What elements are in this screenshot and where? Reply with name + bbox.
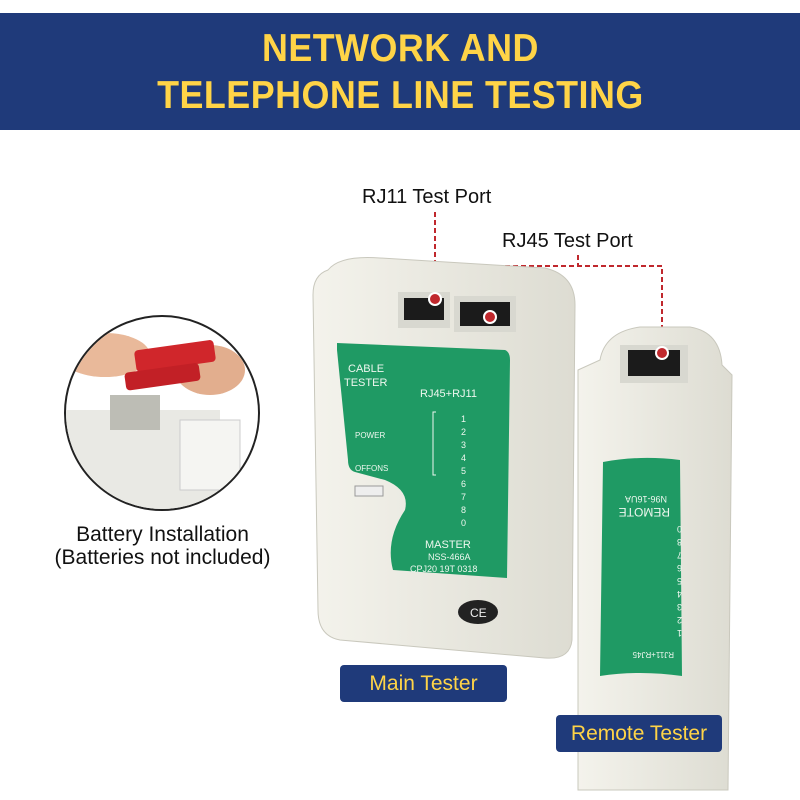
led-label: 7: [677, 550, 682, 560]
led-label: 3: [461, 440, 466, 450]
main-model-1: MASTER: [425, 539, 471, 551]
main-tester-badge: Main Tester: [340, 665, 507, 702]
main-title-1: CABLE: [348, 363, 384, 375]
rj45-port-callout: RJ45 Test Port: [502, 230, 633, 252]
battery-caption-1: Battery Installation: [76, 523, 249, 546]
led-label: 4: [677, 589, 682, 599]
led-label: 2: [677, 615, 682, 625]
main-title-2: TESTER: [344, 377, 387, 389]
led-label: 5: [461, 466, 466, 476]
remote-led-labels: 0 8 7 6 5 4 3 2 1: [677, 524, 682, 638]
power-switch: [354, 485, 384, 497]
led-label: 1: [677, 628, 682, 638]
rj11-port-callout: RJ11 Test Port: [362, 186, 492, 208]
remote-model: N96-16UA: [625, 494, 667, 504]
remote-title: REMOTE: [619, 505, 670, 519]
remote-tester-device: REMOTE N96-16UA RJ11+RJ45 0 8 7 6 5 4 3 …: [577, 326, 733, 791]
banner-line-1: NETWORK AND: [261, 26, 539, 70]
power-label: POWER: [355, 431, 385, 440]
main-model-3: CPJ20 19T 0318: [410, 564, 477, 574]
led-label: 0: [677, 524, 682, 534]
led-label: 0: [461, 518, 466, 528]
remote-ports-label: RJ11+RJ45: [632, 650, 674, 659]
main-tester-device: CABLE TESTER RJ45+RJ11 POWER OFFONS 1 2 …: [312, 257, 576, 659]
title-banner: NETWORK AND TELEPHONE LINE TESTING: [0, 13, 800, 130]
led-label: 8: [677, 537, 682, 547]
ce-mark: CE: [470, 606, 487, 620]
main-ports-label: RJ45+RJ11: [420, 388, 477, 400]
remote-tester-badge: Remote Tester: [556, 715, 722, 752]
switch-label: OFFONS: [355, 464, 388, 473]
led-label: 1: [461, 414, 466, 424]
battery-caption-2: (Batteries not included): [54, 546, 271, 569]
led-label: 6: [461, 479, 466, 489]
led-label: 2: [461, 427, 466, 437]
main-model-2: NSS-466A: [428, 552, 471, 562]
main-led-labels: 1 2 3 4 5 6 7 8 0: [461, 414, 466, 528]
led-label: 4: [461, 453, 466, 463]
battery-installation-photo: [64, 315, 260, 511]
led-label: 3: [677, 602, 682, 612]
banner-line-2: TELEPHONE LINE TESTING: [156, 73, 644, 117]
led-label: 6: [677, 563, 682, 573]
led-label: 7: [461, 492, 466, 502]
led-label: 8: [461, 505, 466, 515]
led-label: 5: [677, 576, 682, 586]
